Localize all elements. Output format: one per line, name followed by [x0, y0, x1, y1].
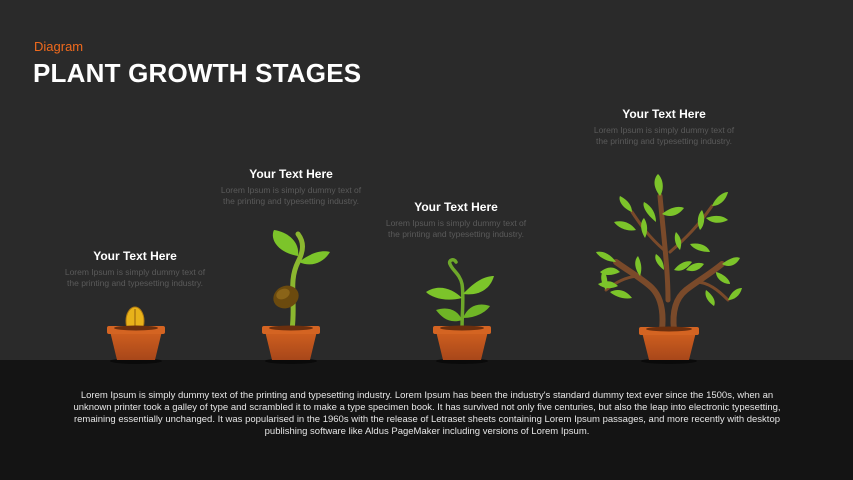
stage-2-heading: Your Text Here: [249, 167, 333, 181]
stage-4-text: Your Text Here Lorem Ipsum is simply dum…: [589, 107, 739, 146]
stage-3-text: Your Text Here Lorem Ipsum is simply dum…: [381, 200, 531, 239]
floor-band: [0, 360, 853, 480]
stage-2-text: Your Text Here Lorem Ipsum is simply dum…: [216, 167, 366, 206]
stage-2-sprout-pot: [262, 230, 330, 364]
stage-1-text: Your Text Here Lorem Ipsum is simply dum…: [60, 249, 210, 288]
stage-1-description: Lorem Ipsum is simply dummy text of the …: [64, 267, 206, 288]
stage-3-heading: Your Text Here: [414, 200, 498, 214]
stage-1-heading: Your Text Here: [93, 249, 177, 263]
stage-4-heading: Your Text Here: [622, 107, 706, 121]
stage-1-seed-pot: [107, 306, 165, 364]
slide-category-label: Diagram: [34, 39, 84, 54]
stage-3-description: Lorem Ipsum is simply dummy text of the …: [385, 218, 527, 239]
stage-3-young-plant-pot: [426, 258, 494, 364]
stage-4-description: Lorem Ipsum is simply dummy text of the …: [593, 125, 735, 146]
stage-2-description: Lorem Ipsum is simply dummy text of the …: [220, 185, 362, 206]
stage-4-tree-pot: [596, 174, 742, 364]
footer-description: Lorem Ipsum is simply dummy text of the …: [73, 390, 781, 437]
page-title: PLANT GROWTH STAGES: [33, 58, 362, 88]
